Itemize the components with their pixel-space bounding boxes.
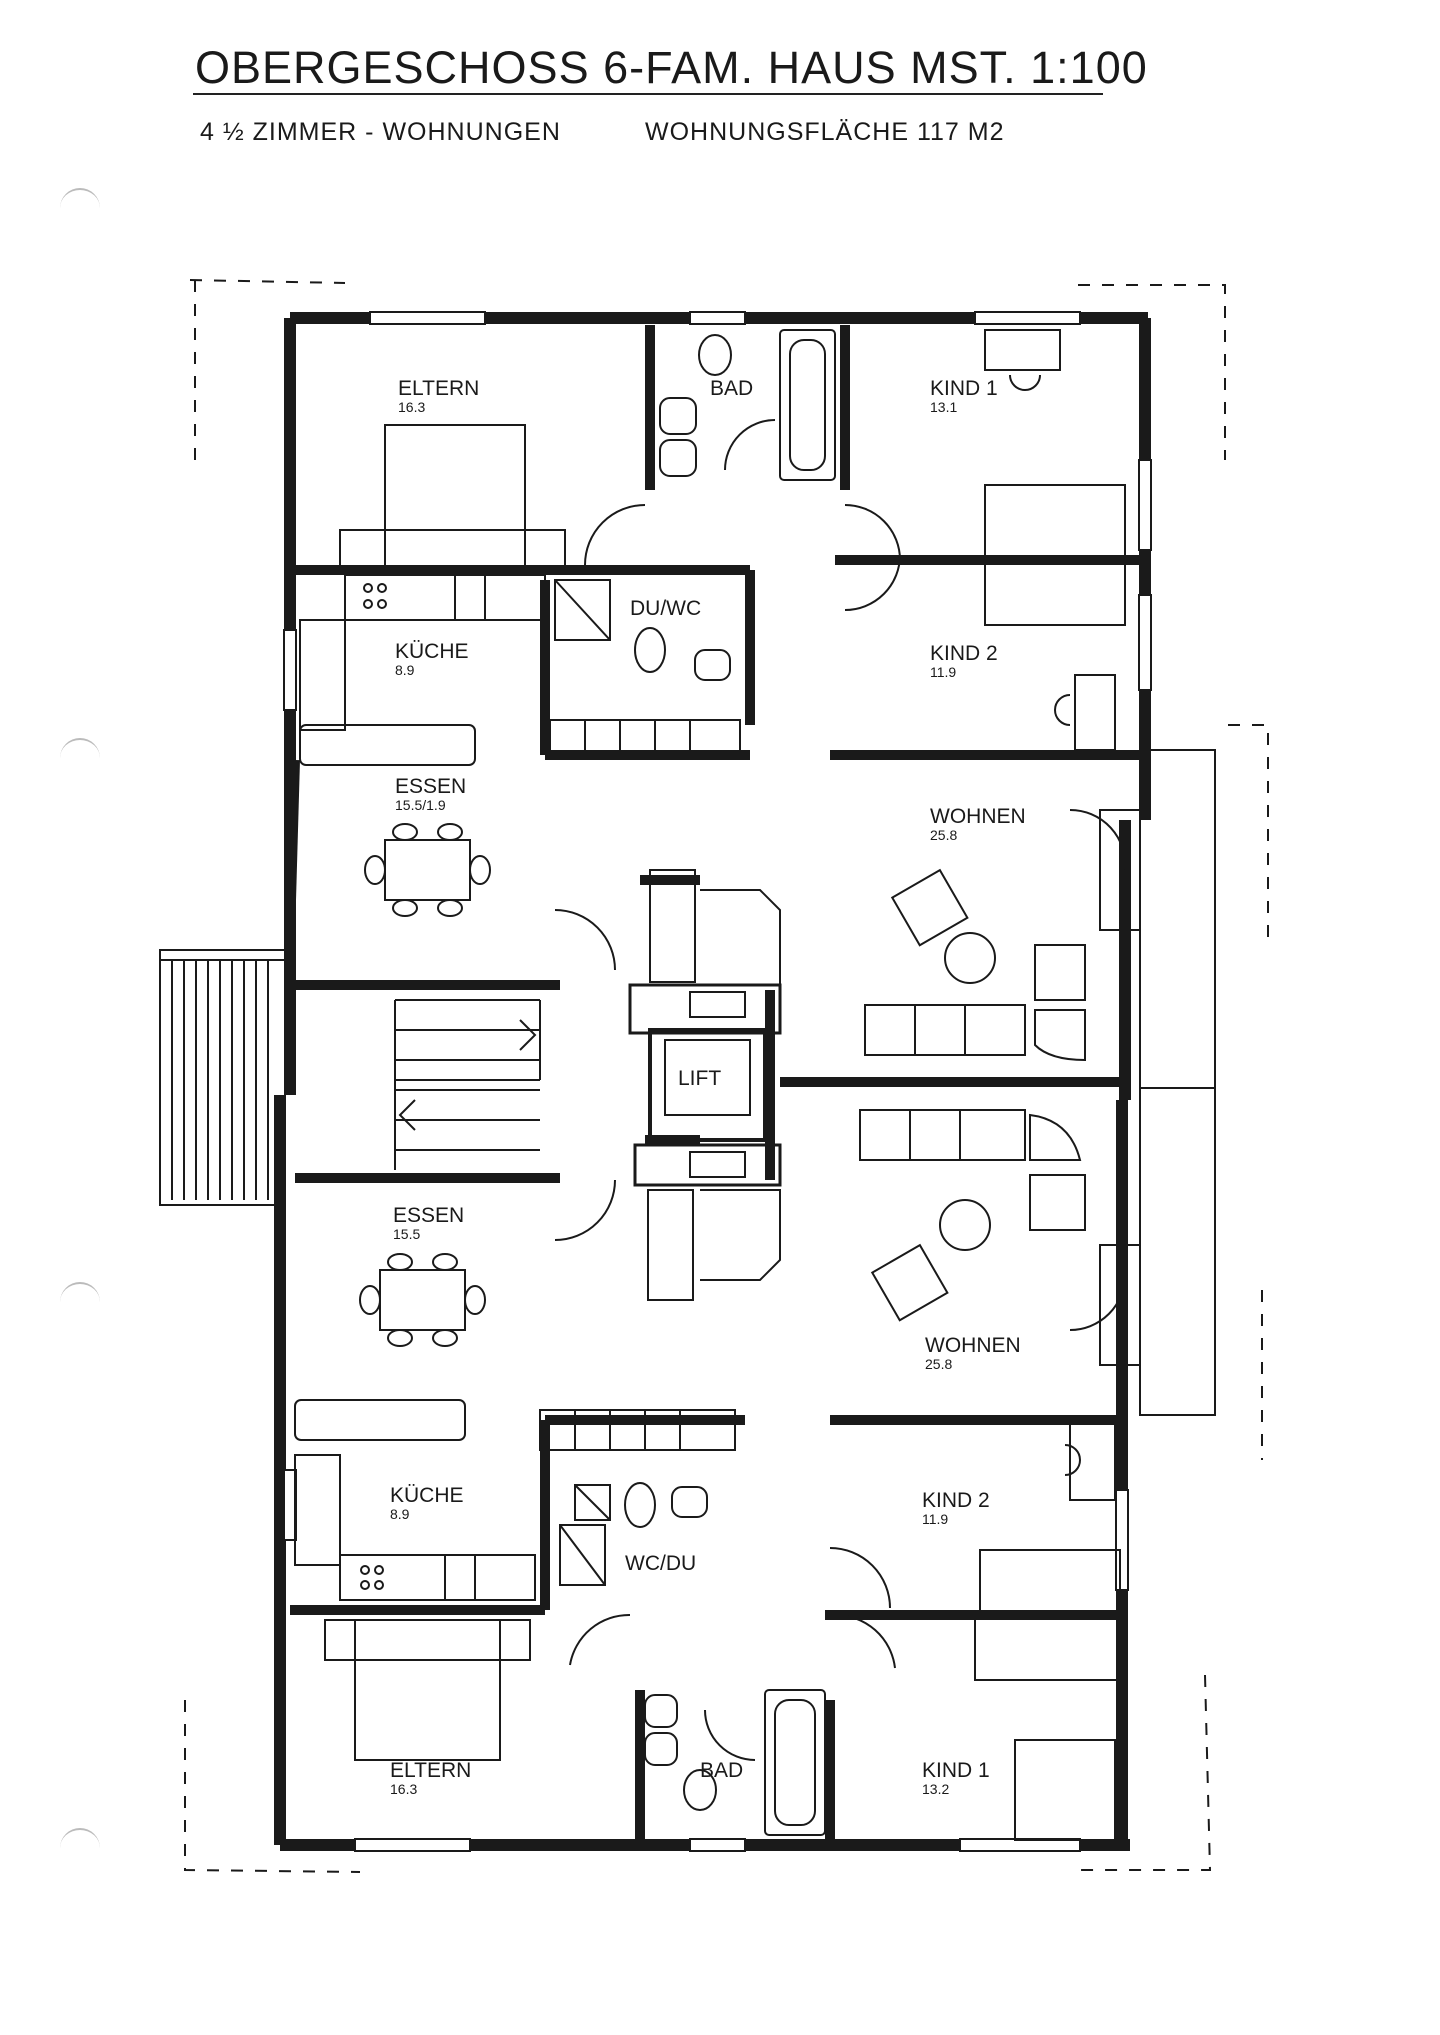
room-label-kind-2: KIND 2 — [930, 642, 998, 665]
room-area-kueche: 8.9 — [395, 662, 415, 678]
room-label-essen: ESSEN — [393, 1204, 464, 1227]
title-underline — [193, 93, 1103, 95]
punch-hole-mark — [60, 1282, 100, 1306]
room-label-kueche: KÜCHE — [395, 640, 469, 663]
punch-hole-mark — [60, 1828, 100, 1852]
room-label-kind-1: KIND 1 — [922, 1759, 990, 1782]
room-label-kind-1: KIND 1 — [930, 377, 998, 400]
stove-burner — [360, 583, 387, 1590]
room-area-kind-1: 13.1 — [930, 399, 957, 415]
room-area-wohnen: 25.8 — [925, 1356, 952, 1372]
room-label-eltern: ELTERN — [390, 1759, 471, 1782]
dining-table — [359, 823, 491, 1347]
door-swing — [554, 419, 1127, 1761]
bathtub — [764, 329, 836, 1836]
room-area-eltern: 16.3 — [398, 399, 425, 415]
cabinets — [539, 719, 741, 1451]
sofa — [859, 1004, 1086, 1161]
room-label-eltern: ELTERN — [398, 377, 479, 400]
plan-subtitle-area: WOHNUNGSFLÄCHE 117 M2 — [645, 118, 1005, 146]
shower-tray — [554, 579, 611, 1586]
room-label-du-wc: DU/WC — [630, 597, 701, 620]
double-bed — [324, 424, 566, 1761]
room-area-essen: 15.5 — [393, 1226, 420, 1242]
room-label-bad: BAD — [710, 377, 753, 400]
room-area-kind-2: 11.9 — [922, 1511, 948, 1527]
room-area-essen: 15.5/1.9 — [395, 797, 446, 813]
washbasin — [644, 397, 731, 1766]
lift-shaft — [628, 983, 782, 1187]
room-label-bad: BAD — [700, 1759, 743, 1782]
room-label-wohnen: WOHNEN — [930, 805, 1026, 828]
room-label-kueche: KÜCHE — [390, 1484, 464, 1507]
balcony-outline — [1139, 749, 1216, 1416]
room-area-kueche: 8.9 — [390, 1506, 410, 1522]
lift-label: LIFT — [678, 1067, 721, 1090]
toilet — [624, 334, 732, 1811]
coffee-table — [939, 932, 996, 1251]
room-area-kind-1: 13.2 — [922, 1781, 949, 1797]
armchair — [870, 868, 1086, 1322]
plan-subtitle-rooms: 4 ½ ZIMMER - WOHNUNGEN — [200, 118, 561, 146]
room-area-wohnen: 25.8 — [930, 827, 957, 843]
desk — [984, 329, 1116, 1841]
room-area-eltern: 16.3 — [390, 1781, 417, 1797]
single-bed — [974, 484, 1126, 1681]
exterior-stair — [159, 949, 286, 1206]
window — [283, 311, 1152, 1852]
plan-title: OBERGESCHOSS 6-FAM. HAUS MST. 1:100 — [195, 42, 1148, 93]
room-label-wohnen: WOHNEN — [925, 1334, 1021, 1357]
kitchen-counter — [294, 574, 546, 1601]
terrace-outline — [184, 279, 1269, 1873]
room-label-essen: ESSEN — [395, 775, 466, 798]
punch-hole-mark — [60, 188, 100, 212]
punch-hole-mark — [60, 738, 100, 762]
interior-stair — [394, 999, 541, 1170]
room-label-wc-du: WC/DU — [625, 1552, 696, 1575]
room-label-kind-2: KIND 2 — [922, 1489, 990, 1512]
room-area-kind-2: 11.9 — [930, 664, 956, 680]
